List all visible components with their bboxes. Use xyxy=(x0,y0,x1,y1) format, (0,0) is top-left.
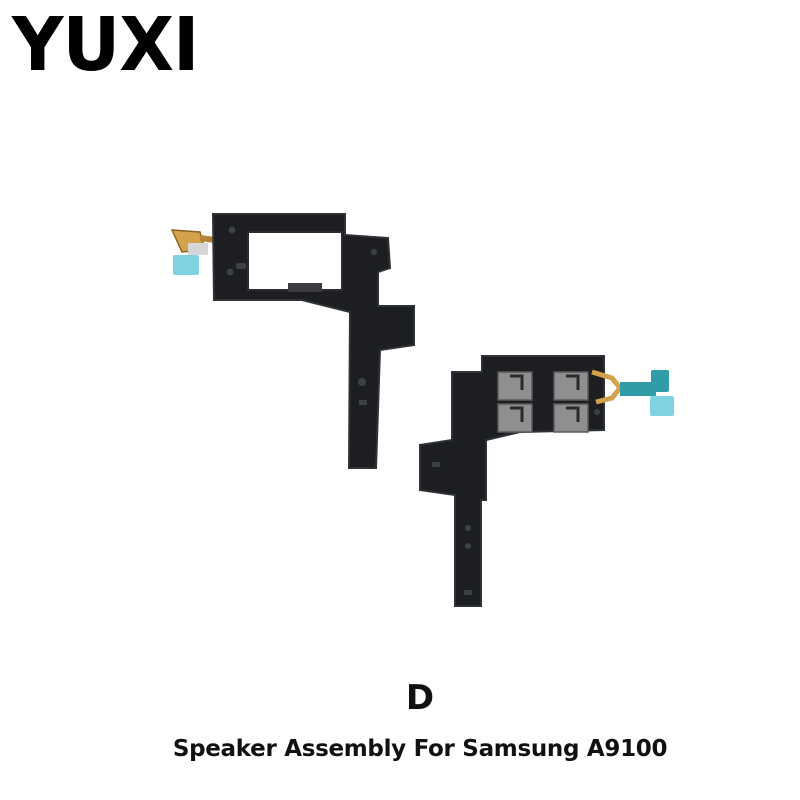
speaker-bracket-left xyxy=(170,213,415,469)
variant-label: D xyxy=(405,678,435,718)
brand-logo: YUXI xyxy=(12,2,199,88)
product-caption: Speaker Assembly For Samsung A9100 xyxy=(172,736,668,762)
speaker-bracket-right xyxy=(419,355,674,607)
